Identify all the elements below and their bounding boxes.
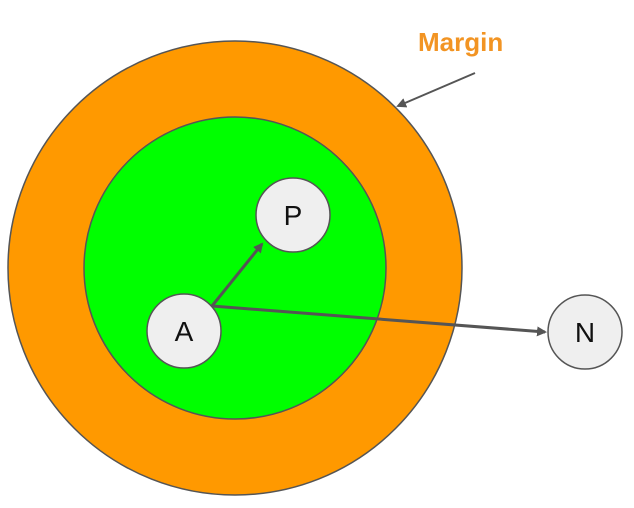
anchor-node: [146, 293, 222, 369]
positive-node: [255, 177, 331, 253]
arrow-anchor-to-positive: [210, 242, 264, 307]
negative-node: [547, 294, 623, 370]
negative-node-label: N: [575, 317, 595, 348]
margin-pointer-arrow: [396, 72, 476, 108]
margin-label: Margin: [418, 27, 503, 57]
arrow-anchor-to-negative: [211, 304, 547, 337]
anchor-node-label: A: [175, 316, 194, 347]
positive-node-label: P: [284, 200, 303, 231]
inner-region: [83, 116, 387, 420]
